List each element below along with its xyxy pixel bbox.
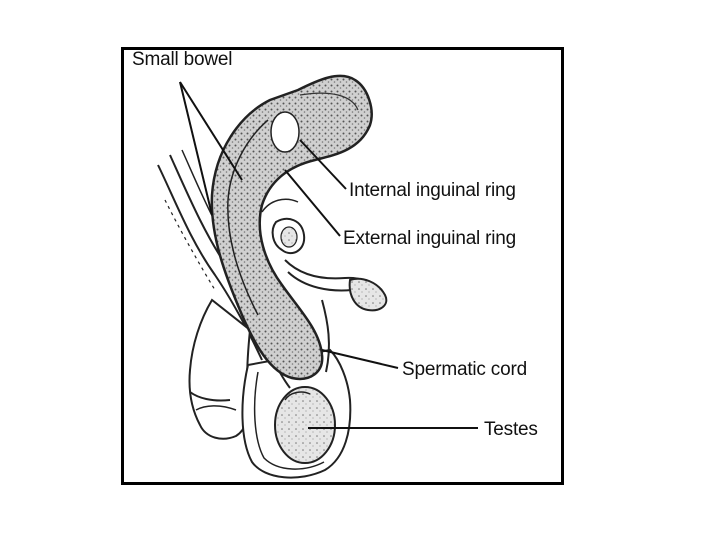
label-small-bowel: Small bowel [132, 49, 233, 70]
testis-shape [274, 386, 336, 464]
leader-lines [179, 81, 478, 429]
small-bowel-loop [210, 74, 373, 381]
label-internal-inguinal-ring: Internal inguinal ring [349, 180, 516, 201]
label-spermatic-cord: Spermatic cord [402, 359, 527, 380]
pubic-structure [261, 198, 388, 312]
penis-shape [188, 298, 252, 440]
label-external-inguinal-ring: External inguinal ring [343, 228, 517, 249]
label-testes: Testes [484, 419, 538, 440]
